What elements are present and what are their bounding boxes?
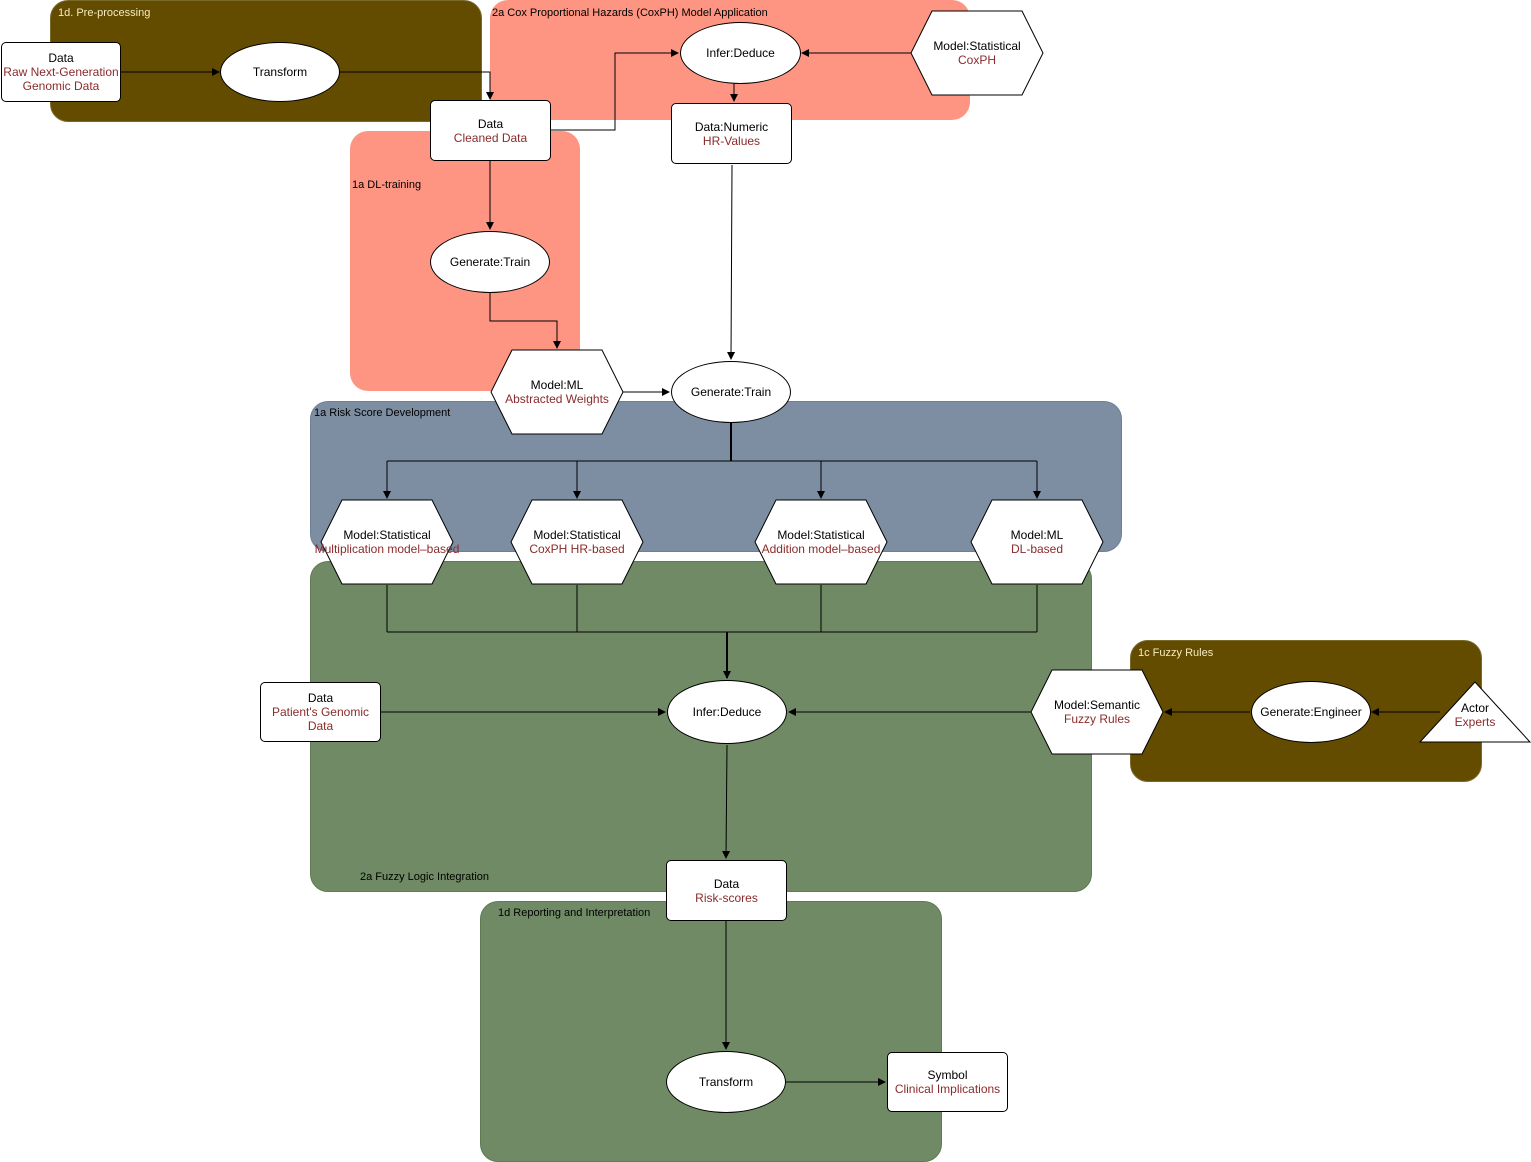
node-generate-train-dl[interactable]: Generate:Train [430, 231, 550, 293]
node-subtitle: Addition model–based [761, 542, 881, 556]
node-infer-coxph[interactable]: Infer:Deduce [680, 22, 801, 84]
node-risk-scores[interactable]: Data Risk-scores [666, 860, 787, 921]
node-subtitle: Fuzzy Rules [1063, 712, 1131, 726]
node-model-coxph-hr[interactable]: Model:Statistical CoxPH HR-based [510, 499, 644, 585]
node-cleaned-data[interactable]: Data Cleaned Data [430, 100, 551, 161]
node-title: Data [48, 51, 74, 65]
node-title: Generate:Train [449, 255, 531, 269]
node-model-addition[interactable]: Model:Statistical Addition model–based [754, 499, 888, 585]
edge-cleaned-to-infer [550, 49, 679, 131]
node-text: Model:Statistical CoxPH [910, 10, 1044, 96]
edge-infer-to-risk [722, 744, 731, 859]
node-title: Model:Statistical [933, 39, 1021, 53]
node-text: Model:Statistical CoxPH HR-based [510, 499, 644, 585]
node-model-coxph[interactable]: Model:Statistical CoxPH [910, 10, 1044, 96]
group-label-fuzzy-logic: 2a Fuzzy Logic Integration [360, 871, 490, 883]
edge-hr-to-train [727, 164, 736, 360]
node-subtitle: Patient's Genomic Data [271, 705, 369, 733]
node-transform-report[interactable]: Transform [666, 1051, 786, 1113]
node-subtitle: Experts [1454, 715, 1496, 729]
hexagon-shape [754, 499, 888, 585]
triangle-shape [1419, 681, 1531, 743]
group-label-reporting: 1d Reporting and Interpretation [498, 907, 651, 919]
node-raw-data[interactable]: Data Raw Next-Generation Genomic Data [1, 42, 121, 102]
node-subtitle: CoxPH [957, 53, 996, 67]
node-subtitle: Risk-scores [695, 890, 758, 905]
node-model-multiplication[interactable]: Model:Statistical Multiplication model–b… [315, 499, 460, 585]
node-text: Model:Statistical Addition model–based [754, 499, 888, 585]
edge-train-to-weights [489, 293, 561, 349]
node-patient-data[interactable]: Data Patient's Genomic Data [260, 682, 381, 742]
node-title: Transform [252, 65, 308, 79]
node-subtitle: Multiplication model–based [314, 542, 460, 556]
node-title: Symbol [927, 1068, 968, 1082]
hexagon-shape [970, 499, 1104, 585]
node-subtitle: Raw Next-Generation Genomic Data [3, 65, 119, 93]
hexagon-shape [1030, 669, 1164, 755]
node-hr-values[interactable]: Data:Numeric HR-Values [671, 103, 792, 164]
node-title: Data:Numeric [694, 119, 769, 134]
node-title: Data [713, 876, 740, 891]
hexagon-shape [490, 349, 624, 435]
node-title: Model:Semantic [1053, 698, 1141, 712]
group-label-fuzzy-rules: 1c Fuzzy Rules [1138, 647, 1214, 659]
node-title: Actor [1460, 701, 1489, 715]
node-subtitle: Abstracted Weights [505, 392, 609, 406]
group-reporting [480, 901, 942, 1162]
group-label-risk-score: 1a Risk Score Development [314, 407, 451, 419]
node-text: Model:ML Abstracted Weights [490, 349, 624, 435]
node-transform-pre[interactable]: Transform [220, 42, 340, 102]
node-title: Infer:Deduce [692, 705, 762, 719]
node-title: Generate:Train [690, 385, 772, 399]
node-title: Model:Statistical [533, 528, 621, 542]
node-symbol-clinical[interactable]: Symbol Clinical Implications [887, 1052, 1008, 1112]
node-text: Actor Experts [1419, 681, 1531, 743]
node-model-semantic[interactable]: Model:Semantic Fuzzy Rules [1030, 669, 1164, 755]
hexagon-shape [510, 499, 644, 585]
node-model-ml-weights[interactable]: Model:ML Abstracted Weights [490, 349, 624, 435]
node-subtitle: DL-based [1010, 542, 1064, 556]
group-label-coxph: 2a Cox Proportional Hazards (CoxPH) Mode… [492, 7, 768, 19]
node-title: Model:ML [1010, 528, 1064, 542]
edge-transform-to-cleaned [339, 71, 494, 100]
node-subtitle: Clinical Implications [894, 1082, 1001, 1096]
hexagon-shape [910, 10, 1044, 96]
node-subtitle: HR-Values [702, 133, 761, 148]
node-generate-train-risk[interactable]: Generate:Train [671, 361, 791, 423]
node-title: Generate:Engineer [1260, 705, 1362, 719]
node-actor-experts[interactable]: Actor Experts [1419, 681, 1531, 743]
node-subtitle: CoxPH HR-based [529, 542, 625, 556]
node-title: Model:ML [530, 378, 584, 392]
group-label-preprocessing: 1d. Pre-processing [58, 7, 151, 19]
node-title: Model:Statistical [777, 528, 865, 542]
node-text: Model:Statistical Multiplication model–b… [315, 499, 460, 585]
node-infer-fuzzy[interactable]: Infer:Deduce [667, 680, 787, 744]
hexagon-shape [320, 499, 454, 585]
node-model-dl[interactable]: Model:ML DL-based [970, 499, 1104, 585]
node-text: Model:Semantic Fuzzy Rules [1030, 669, 1164, 755]
node-subtitle: Cleaned Data [453, 130, 528, 145]
node-title: Infer:Deduce [706, 46, 775, 60]
node-text: Model:ML DL-based [970, 499, 1104, 585]
group-label-dl-training: 1a DL-training [352, 179, 422, 191]
node-title: Model:Statistical [343, 528, 431, 542]
node-generate-engineer[interactable]: Generate:Engineer [1251, 681, 1371, 743]
node-title: Data [307, 691, 334, 705]
node-title: Data [477, 116, 504, 131]
node-title: Transform [698, 1075, 754, 1089]
